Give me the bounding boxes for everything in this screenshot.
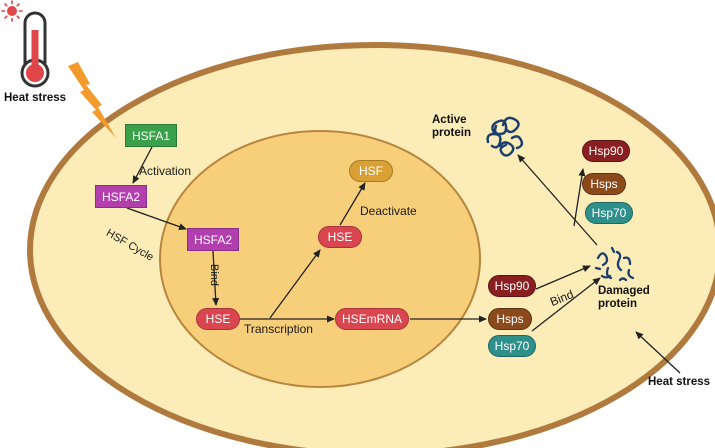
nucleus <box>159 130 481 388</box>
arrow-hsfa1-to-hsfa2 <box>132 146 153 184</box>
transcription-label: Transcription <box>244 322 313 336</box>
arrow-hsfa2-inner-to-hse <box>212 250 220 306</box>
hsps-mid-node: Hsps <box>488 308 532 330</box>
hsfa2-outer-node: HSFA2 <box>95 185 147 208</box>
lightning-icon <box>68 62 116 138</box>
arrow-damaged-to-active <box>517 154 598 246</box>
arrow-heatstress-to-damaged <box>635 331 681 374</box>
arrow-hsfa2-to-hsfa2-inner <box>126 207 187 230</box>
hsp90-top-node: Hsp90 <box>582 140 630 162</box>
sun-icon <box>1 0 23 22</box>
heat-stress-label-bottom: Heat stress <box>648 376 711 388</box>
thermometer-icon <box>20 11 50 88</box>
hsp70-mid-node: Hsp70 <box>488 335 536 357</box>
hse-bottom-node: HSE <box>196 308 240 330</box>
active-protein-label: Active protein <box>432 114 471 140</box>
arrow-hsp90-to-damaged <box>535 265 591 290</box>
arrow-damaged-to-hsp-stack <box>573 168 586 227</box>
heat-stress-label-top: Heat stress <box>4 92 67 104</box>
hsp70-top-node: Hsp70 <box>585 202 633 224</box>
active-protein-icon <box>486 116 524 157</box>
bind-vertical-label: Bind <box>208 264 220 287</box>
damaged-protein-icon <box>594 246 635 282</box>
arrow-hse-upper-to-hsf <box>339 182 366 226</box>
hsf-node: HSF <box>349 160 393 182</box>
hsfa2-inner-node: HSFA2 <box>187 228 239 251</box>
hse-upper-node: HSE <box>318 226 362 248</box>
deactivate-label: Deactivate <box>360 204 417 218</box>
arrow-hse-to-hse-upper <box>269 249 321 319</box>
hsp90-mid-node: Hsp90 <box>488 275 536 297</box>
hsemrna-node: HSEmRNA <box>335 308 409 330</box>
hsps-top-node: Hsps <box>582 173 626 195</box>
damaged-protein-label: Damaged protein <box>598 285 650 311</box>
hsfa1-node: HSFA1 <box>125 124 177 147</box>
arrow-hsps-to-damaged <box>531 277 601 332</box>
activation-label: Activation <box>139 164 192 178</box>
